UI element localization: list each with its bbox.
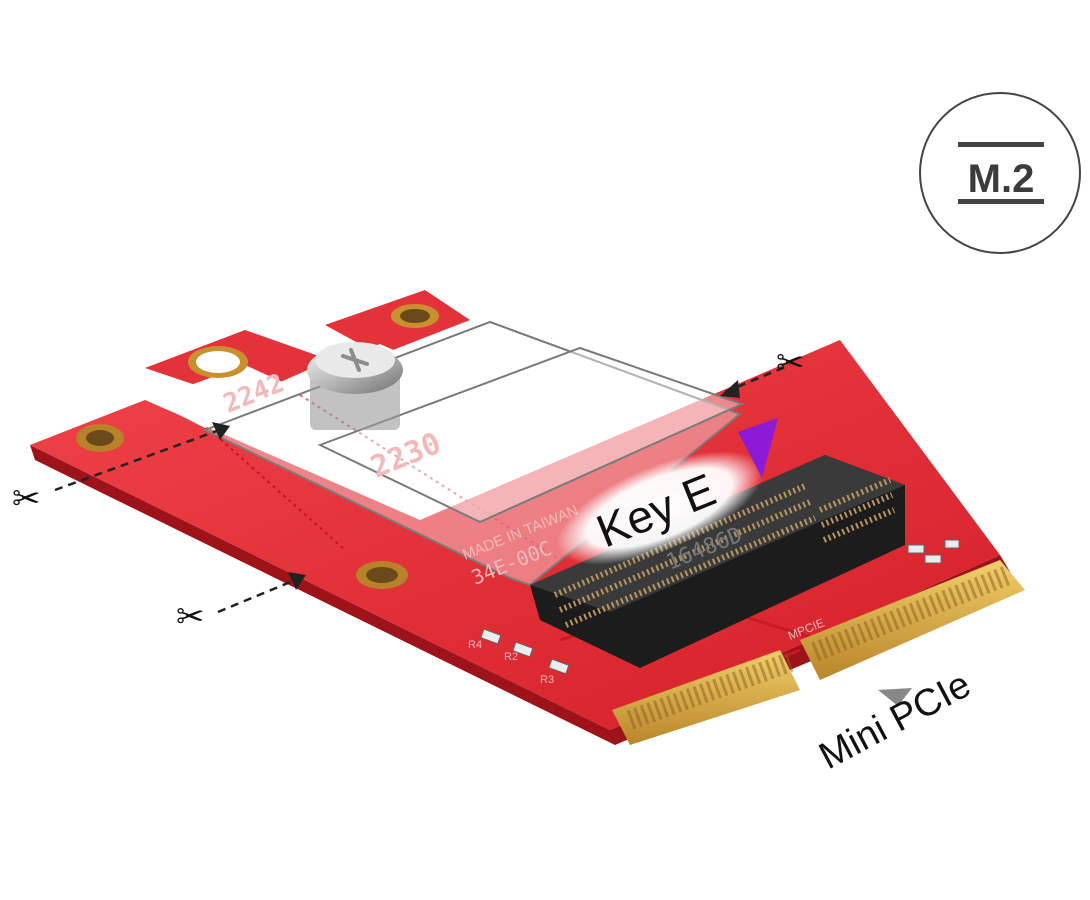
m2-badge: M.2 bbox=[919, 92, 1081, 254]
mounting-hole-bottom bbox=[356, 561, 408, 589]
label-r2: R2 bbox=[504, 651, 518, 663]
gold-fingers-left bbox=[612, 650, 800, 745]
scissors-icon: ✂ bbox=[176, 598, 205, 636]
cut-guide-top-right: ✂ bbox=[720, 344, 805, 398]
scissors-icon: ✂ bbox=[12, 480, 41, 518]
m2-badge-label: M.2 bbox=[968, 157, 1035, 201]
cut-guide-bottom-left: ✂ bbox=[176, 572, 306, 636]
scissors-icon: ✂ bbox=[776, 344, 805, 382]
gold-fingers-right bbox=[800, 560, 1025, 680]
mounting-hole-left bbox=[76, 424, 124, 452]
mini-pcie-callout: Mini PCIe bbox=[813, 664, 978, 778]
m2-connector: 16486D bbox=[530, 455, 905, 668]
m2-card-outline-2230 bbox=[317, 346, 745, 524]
mini-pcie-label: Mini PCIe bbox=[813, 664, 978, 778]
mounting-screw bbox=[307, 342, 403, 430]
pointer-arrow-icon bbox=[878, 688, 912, 706]
label-r3: R3 bbox=[540, 674, 554, 686]
smd-components bbox=[480, 539, 960, 675]
mounting-hole-2230 bbox=[391, 304, 439, 328]
key-e-callout: Key E bbox=[556, 418, 778, 565]
label-r4: R4 bbox=[468, 639, 482, 651]
cut-guide-left: ✂ bbox=[12, 422, 230, 518]
key-position-marker bbox=[738, 418, 778, 478]
mounting-hole-2242 bbox=[188, 346, 248, 378]
